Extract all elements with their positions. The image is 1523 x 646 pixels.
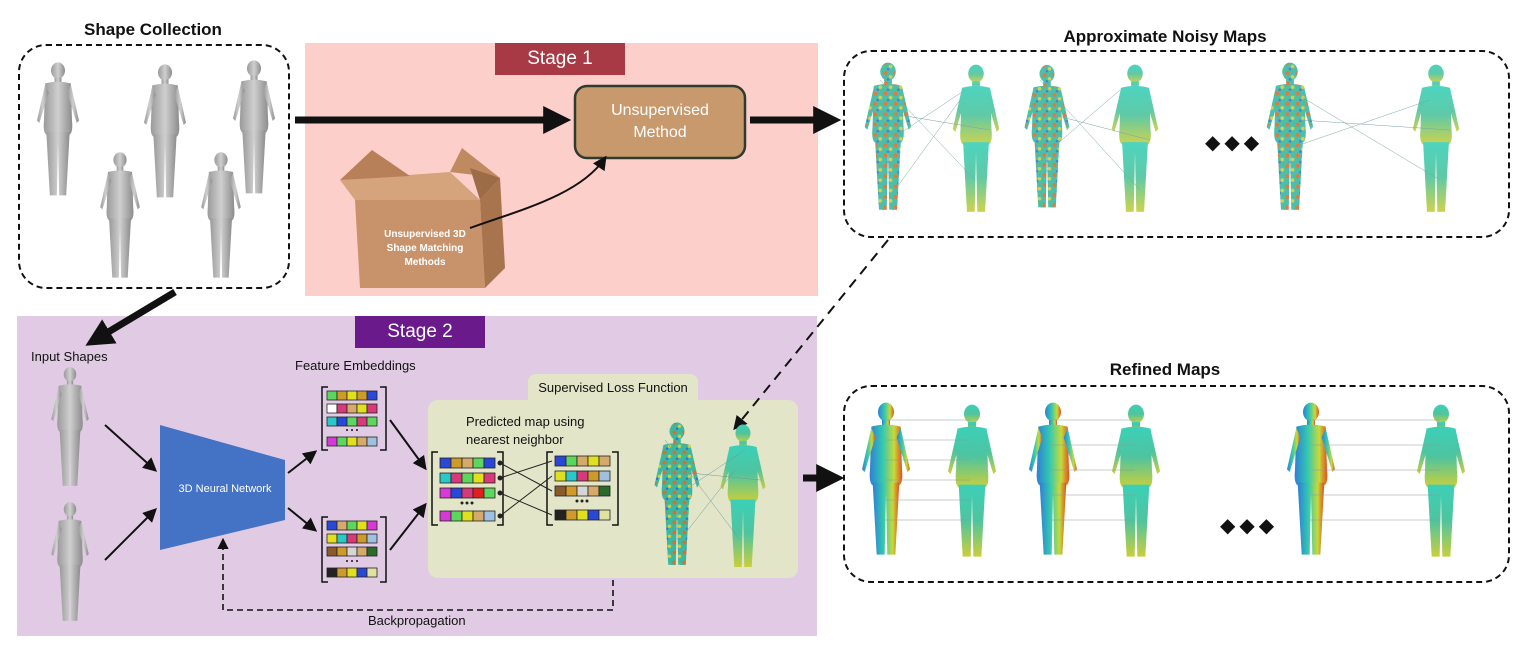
- method-label: Unsupervised Method: [575, 100, 745, 144]
- input-shapes-figures: [51, 367, 89, 621]
- input-shapes-label: Input Shapes: [31, 349, 108, 364]
- refined-ellipsis: ◆◆◆: [1220, 515, 1279, 537]
- feature-embeddings-label: Feature Embeddings: [295, 358, 416, 373]
- box-line2: Shape Matching: [386, 243, 464, 254]
- shape-collection-box: [18, 44, 290, 289]
- predicted-map-right: [546, 451, 619, 526]
- approx-maps-title: Approximate Noisy Maps: [1063, 27, 1267, 46]
- predicted-line1: Predicted map using: [466, 414, 585, 429]
- shape-collection-title: Shape Collection: [84, 20, 222, 39]
- box-label: Unsupervised 3D Shape Matching Methods: [370, 228, 480, 270]
- network-label: 3D Neural Network: [178, 483, 272, 495]
- shape-collection-figures: [37, 60, 275, 278]
- neural-network-block: [160, 425, 285, 550]
- arrow-to-input: [85, 288, 177, 346]
- predicted-line2: nearest neighbor: [466, 432, 564, 447]
- refined-maps-title: Refined Maps: [1109, 360, 1221, 379]
- stage2-label: Stage 2: [355, 316, 485, 348]
- unsupervised-method-box: [573, 84, 747, 160]
- predicted-map-left: [431, 451, 504, 526]
- box-line3: Methods: [404, 257, 446, 268]
- approx-ellipsis: ◆◆◆: [1205, 132, 1264, 154]
- feature-embedding-bottom: [321, 516, 387, 583]
- feature-embedding-top: [321, 386, 387, 451]
- cardboard-box-icon: [340, 148, 505, 288]
- box-line1: Unsupervised 3D: [384, 229, 466, 240]
- approx-map-pairs: [864, 62, 1460, 212]
- predicted-map-label: Predicted map using nearest neighbor: [466, 413, 585, 449]
- stage1-label: Stage 1: [495, 43, 625, 75]
- method-line2: Method: [633, 124, 687, 141]
- method-line1: Unsupervised: [611, 102, 709, 119]
- dashed-arrow-to-loss: [733, 239, 889, 431]
- loss-function-tab: Supervised Loss Function: [528, 374, 698, 402]
- backprop-arrow: [217, 537, 614, 611]
- refined-map-pairs: [862, 402, 1465, 557]
- approx-maps-box: [843, 50, 1510, 238]
- backprop-label: Backpropagation: [368, 613, 466, 628]
